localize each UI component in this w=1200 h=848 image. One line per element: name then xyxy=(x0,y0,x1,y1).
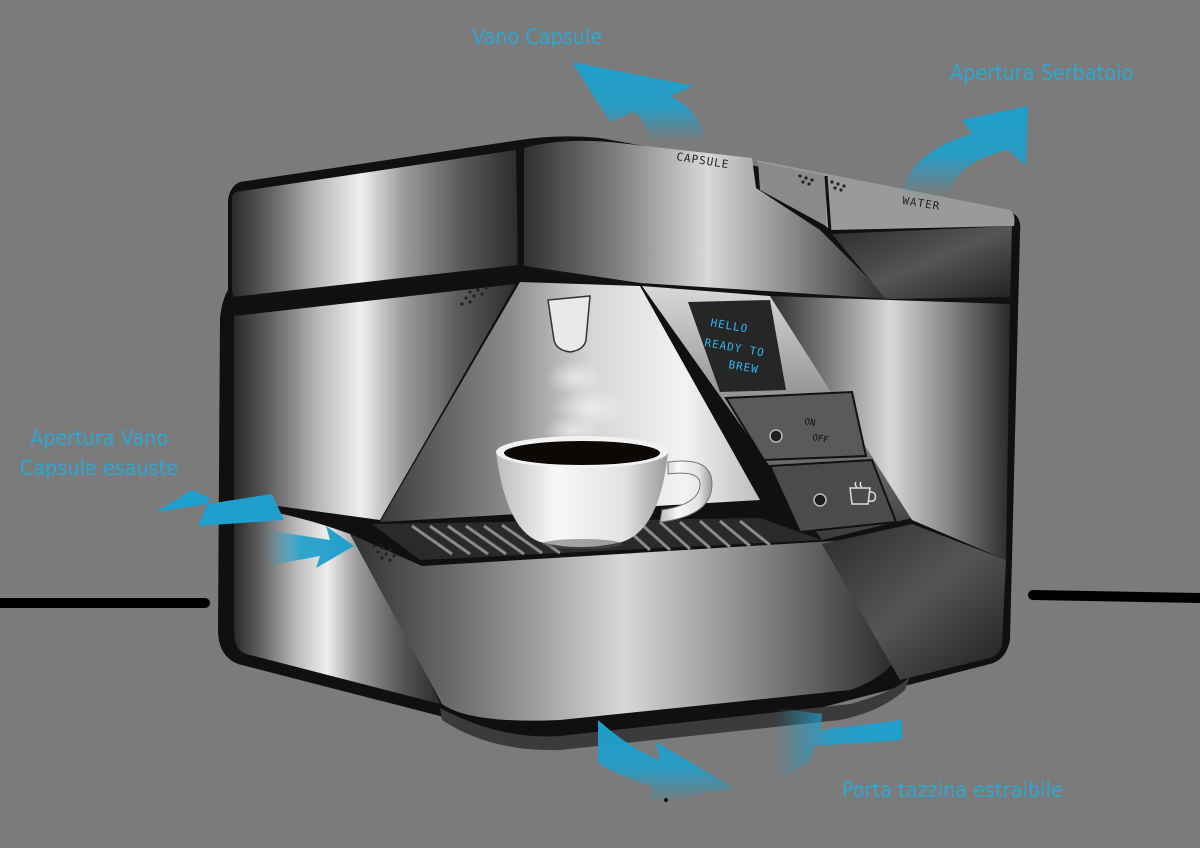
off-label: OFF xyxy=(811,433,829,446)
stray-dot xyxy=(664,798,668,802)
on-label: ON xyxy=(803,417,815,429)
display-screen xyxy=(688,300,786,392)
callout-spent-line-1: Apertura Vano xyxy=(30,426,169,450)
cup-tray-front xyxy=(440,676,910,751)
power-button[interactable] xyxy=(769,429,783,443)
display-line-3: BREW xyxy=(727,358,759,376)
arrow-spent-capsule-in xyxy=(266,526,354,568)
brew-button-panel xyxy=(768,458,898,534)
top-left-panel xyxy=(232,150,518,300)
vent-dots-lid xyxy=(798,174,846,192)
callout-tank-opening: Apertura Serbatoio xyxy=(950,61,1134,85)
capsule-lid-small-panel xyxy=(758,162,826,226)
coffee-cup-icon xyxy=(849,481,877,505)
callout-spent-line-2: Capsule esauste xyxy=(20,456,179,480)
arrow-tray-out-left xyxy=(598,720,734,804)
callout-capsule-compartment: Vano Capsule xyxy=(472,25,603,49)
callout-spent-capsule-opening: Apertura Vano Capsule esauste xyxy=(20,423,178,483)
drip-tray-slats xyxy=(411,519,771,556)
middle-right-panel xyxy=(770,296,1010,560)
arrow-capsule-compartment xyxy=(572,62,704,142)
middle-left-panel xyxy=(234,284,516,520)
power-button-panel xyxy=(724,390,868,462)
coffee-spout xyxy=(547,295,591,353)
spent-capsule-drawer xyxy=(350,534,896,721)
water-lid-panel xyxy=(832,226,1012,304)
brew-button[interactable] xyxy=(813,493,827,507)
water-label: WATER xyxy=(902,194,942,213)
arrow-tray-out-right xyxy=(776,708,902,782)
vent-dots-side xyxy=(460,286,488,306)
lid-divider xyxy=(824,175,832,233)
vent-dots-drawer xyxy=(372,544,396,562)
arrow-tank-opening xyxy=(900,106,1028,196)
horizon-line-right xyxy=(1028,590,1200,603)
coffee-cup xyxy=(496,436,713,549)
bottom-right-panel xyxy=(822,524,1006,680)
top-center-panel xyxy=(524,140,890,300)
arrow-spent-capsule-left xyxy=(156,490,284,526)
callout-removable-cup-tray: Porta tazzina estraibile xyxy=(842,778,1063,802)
